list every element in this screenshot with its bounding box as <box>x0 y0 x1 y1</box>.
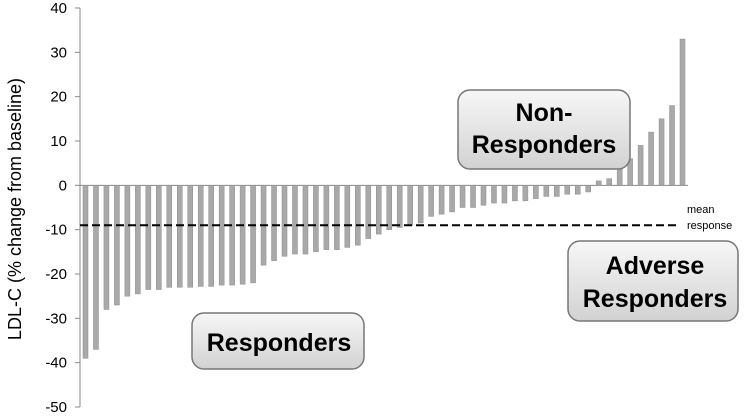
bar <box>637 145 644 186</box>
bar <box>271 185 277 261</box>
bar <box>501 185 508 204</box>
bar <box>292 185 298 255</box>
bar <box>208 185 214 287</box>
bar <box>250 185 256 284</box>
bar <box>239 185 246 285</box>
y-tick-label: -20 <box>45 266 67 283</box>
bar <box>669 105 675 186</box>
bar <box>449 185 455 213</box>
bar <box>177 185 183 288</box>
bar <box>407 185 413 226</box>
bar <box>438 185 445 215</box>
bar <box>396 185 403 228</box>
bar <box>124 185 131 297</box>
y-tick-label: 30 <box>50 44 67 61</box>
bar <box>575 185 581 195</box>
bar <box>281 185 288 257</box>
responders-label: Responders <box>207 329 351 357</box>
bar <box>166 185 173 288</box>
bar <box>595 180 602 186</box>
bar <box>82 185 89 359</box>
bar <box>554 185 560 197</box>
bar <box>323 185 330 250</box>
y-tick-label: -30 <box>45 310 67 327</box>
y-tick-label: 10 <box>50 133 67 150</box>
bar <box>93 185 99 350</box>
bar <box>334 185 340 250</box>
bar <box>114 185 120 306</box>
bar <box>648 131 654 186</box>
mean-response-text: response <box>687 220 732 232</box>
bar <box>658 118 665 186</box>
adverse-responders-box: Adverse Responders <box>567 240 739 322</box>
bar <box>480 185 487 206</box>
bar <box>145 185 152 290</box>
non-responders-label-line-1: Non- <box>516 99 573 127</box>
bar <box>229 185 235 286</box>
bar <box>470 185 476 208</box>
bar <box>156 185 162 290</box>
y-tick-label: 20 <box>50 89 67 106</box>
bar <box>313 185 319 253</box>
bar <box>512 185 518 202</box>
bar <box>355 185 361 246</box>
bar <box>302 185 309 255</box>
bar <box>585 185 591 193</box>
bar <box>428 185 434 217</box>
responders-box: Responders <box>191 312 365 370</box>
adverse-responders-label-line-1: Adverse <box>606 252 705 280</box>
y-tick-label: -10 <box>45 222 67 239</box>
bar <box>679 38 686 186</box>
non-responders-label-line-2: Responders <box>472 131 616 159</box>
bar <box>376 185 382 235</box>
y-axis-label: LDL-C (% change from baseline) <box>5 78 25 340</box>
bar <box>386 185 392 230</box>
y-tick-label: 40 <box>50 0 67 17</box>
mean-response-text: mean <box>687 204 715 216</box>
y-tick-label: -50 <box>45 399 67 416</box>
bar <box>135 185 141 295</box>
bar <box>344 185 351 248</box>
y-tick-label: -40 <box>45 355 67 372</box>
bar <box>491 185 497 204</box>
bar <box>417 185 424 224</box>
bar <box>103 185 110 310</box>
bar <box>218 185 225 286</box>
bar <box>197 185 204 287</box>
non-responders-box: Non- Responders <box>457 89 631 170</box>
bar <box>365 185 372 239</box>
mean-response-label: mean response <box>687 204 732 232</box>
bar <box>522 185 529 202</box>
bar <box>564 185 571 195</box>
adverse-responders-label-line-2: Responders <box>583 285 727 313</box>
bar <box>187 185 193 288</box>
bar <box>543 185 550 197</box>
bar <box>533 185 539 199</box>
y-tick-label: 0 <box>59 177 67 194</box>
bar <box>459 185 466 208</box>
bar-series <box>82 38 686 359</box>
bar <box>606 178 612 186</box>
